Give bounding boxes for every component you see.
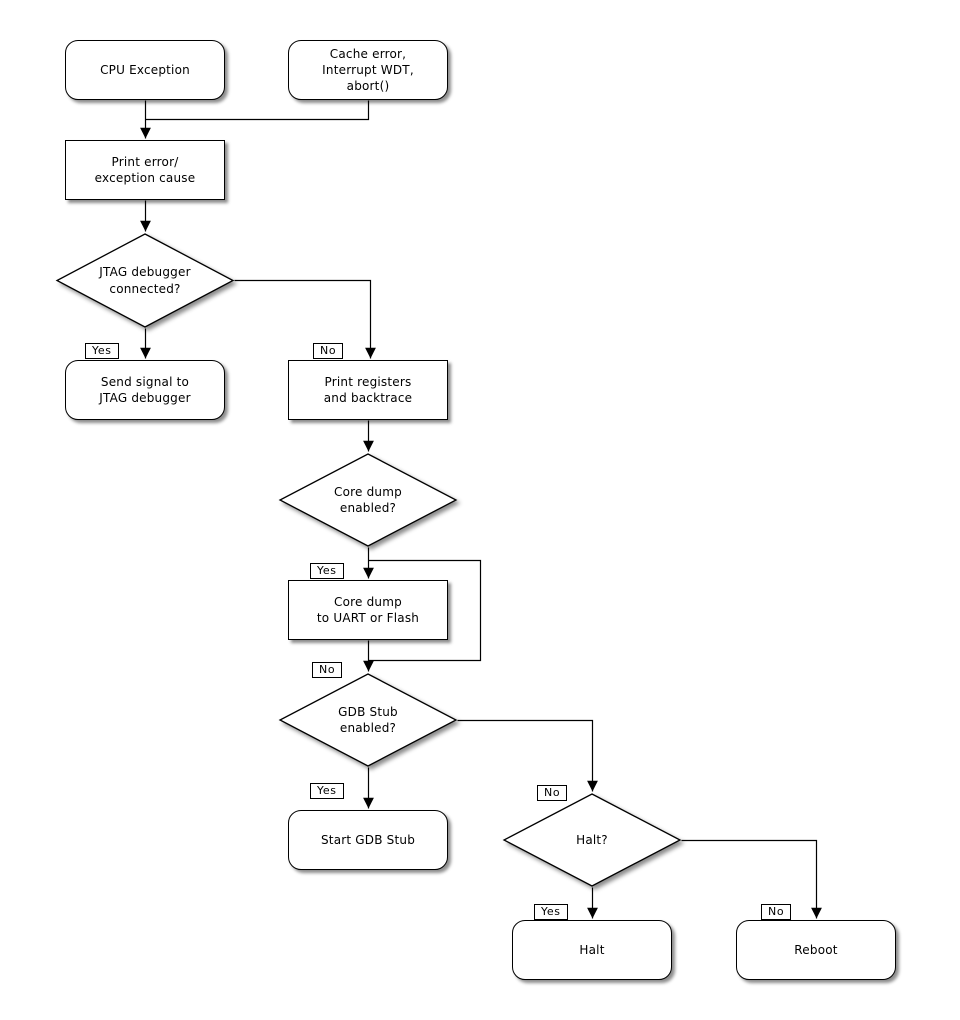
node-core-dump-dest: Core dump to UART or Flash	[288, 580, 448, 640]
branch-label-jtag-yes: Yes	[85, 343, 119, 359]
decision-label: GDB Stub enabled?	[338, 704, 398, 735]
edge-gdbstub-no	[457, 719, 598, 792]
node-core-dump-enabled: Core dump enabled?	[278, 453, 458, 547]
diamond-shape	[502, 793, 682, 887]
edge-cacheerror-join	[145, 100, 370, 121]
branch-label-gdbstub-no: No	[537, 785, 568, 801]
branch-label-coredump-yes: Yes	[310, 563, 344, 579]
node-print-registers: Print registers and backtrace	[288, 360, 448, 420]
branch-label-coredump-no: No	[312, 662, 343, 678]
branch-label-halt-yes: Yes	[534, 904, 568, 920]
decision-label: Halt?	[576, 832, 608, 847]
node-cpu-exception: CPU Exception	[65, 40, 225, 100]
node-cache-error: Cache error, Interrupt WDT, abort()	[288, 40, 448, 100]
diamond-shape	[278, 673, 458, 767]
node-jtag-connected: JTAG debugger connected?	[55, 233, 235, 328]
branch-label-halt-no: No	[761, 904, 792, 920]
node-gdb-stub-enabled: GDB Stub enabled?	[278, 673, 458, 767]
node-halt-question: Halt?	[502, 793, 682, 887]
edge-halt-no	[681, 839, 822, 919]
node-reboot: Reboot	[736, 920, 896, 980]
diamond-shape	[278, 453, 458, 547]
node-halt: Halt	[512, 920, 672, 980]
branch-label-jtag-no: No	[313, 343, 344, 359]
node-send-signal: Send signal to JTAG debugger	[65, 360, 225, 420]
diamond-shape	[55, 233, 235, 328]
decision-label: Core dump enabled?	[334, 484, 402, 515]
branch-label-gdbstub-yes: Yes	[310, 783, 344, 799]
edge-jtag-no	[234, 279, 376, 359]
decision-label: JTAG debugger connected?	[99, 265, 191, 296]
node-start-gdb-stub: Start GDB Stub	[288, 810, 448, 870]
node-print-error: Print error/ exception cause	[65, 140, 225, 200]
